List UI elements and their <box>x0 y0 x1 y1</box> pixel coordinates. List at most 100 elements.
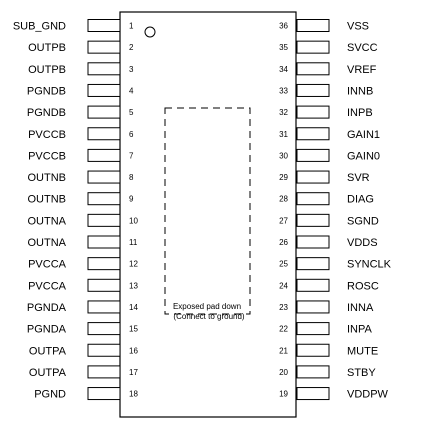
pin-name: SYNCLK <box>347 259 392 271</box>
pin: 16 OUTPA <box>29 343 138 357</box>
pin-lead <box>87 148 121 162</box>
pin-lead <box>87 105 121 119</box>
pin-lead <box>87 257 121 271</box>
pin-lead <box>296 322 330 336</box>
pin1-marker-icon <box>144 26 156 38</box>
pin-name: INPB <box>347 107 373 119</box>
pin-name: VDDS <box>347 237 378 249</box>
pin-number: 23 <box>279 303 288 312</box>
pin-name: GAIN1 <box>347 129 380 141</box>
pin-lead <box>296 148 330 162</box>
pin-lead <box>87 19 121 32</box>
pin-number: 19 <box>279 390 288 399</box>
pin: 9 OUTNB <box>28 192 134 206</box>
pin-number: 26 <box>279 238 288 247</box>
pin-number: 25 <box>279 260 288 269</box>
pin-name: OUTPB <box>28 42 66 54</box>
pin: 21 MUTE <box>279 343 378 357</box>
pin-number: 28 <box>279 195 288 204</box>
pin-lead <box>87 192 121 206</box>
pin-number: 32 <box>279 108 288 117</box>
pin-name: MUTE <box>347 345 378 357</box>
pin-name: PGNDA <box>27 302 67 314</box>
pin: 23 INNA <box>279 300 374 314</box>
pin: 2 OUTPB <box>28 40 134 54</box>
pin-lead <box>296 300 330 314</box>
pin-name: ROSC <box>347 280 379 292</box>
pin-number: 30 <box>279 151 288 160</box>
pin-name: OUTPB <box>28 64 66 76</box>
pin-lead <box>296 278 330 292</box>
pin-lead <box>296 62 330 76</box>
exposed-pad <box>164 107 251 315</box>
pin-name: OUTNA <box>28 237 67 249</box>
pin-lead <box>87 322 121 336</box>
pin-number: 36 <box>279 22 288 31</box>
pin-name: VDDPW <box>347 389 389 401</box>
pin-number: 29 <box>279 173 288 182</box>
pin-name: SUB_GND <box>13 21 66 33</box>
pin-name: OUTNB <box>28 194 67 206</box>
pin-lead <box>87 40 121 54</box>
pin-name: OUTPA <box>29 367 67 379</box>
pin-number: 24 <box>279 281 288 290</box>
pin-lead <box>296 40 330 54</box>
pin: 35 SVCC <box>279 40 378 54</box>
pin-lead <box>87 170 121 184</box>
pin-number: 8 <box>129 173 134 182</box>
pin: 26 VDDS <box>279 235 378 249</box>
pin-lead <box>87 365 121 379</box>
pin: 24 ROSC <box>279 278 379 292</box>
pin-number: 3 <box>129 65 134 74</box>
pin-lead <box>296 83 330 97</box>
pin-lead <box>296 235 330 249</box>
pin-name: INNA <box>347 302 374 314</box>
pin-name: SVCC <box>347 42 378 54</box>
pin-number: 9 <box>129 195 134 204</box>
pin-lead <box>296 127 330 141</box>
exposed-pad-note: (Connect to ground) <box>173 312 244 321</box>
pin-number: 5 <box>129 108 134 117</box>
pin-number: 21 <box>279 346 288 355</box>
pin-name: OUTNB <box>28 172 67 184</box>
pin-lead <box>87 387 121 401</box>
pin-name: OUTPA <box>29 345 67 357</box>
pin: 14 PGNDA <box>27 300 138 314</box>
ic-body <box>119 11 297 418</box>
pin-name: SGND <box>347 215 379 227</box>
pin: 3 OUTPB <box>28 62 134 76</box>
pin-number: 34 <box>279 65 288 74</box>
pin-lead <box>296 343 330 357</box>
pin-lead <box>87 278 121 292</box>
pin-number: 27 <box>279 216 288 225</box>
pin-number: 33 <box>279 86 288 95</box>
pin-number: 14 <box>129 303 138 312</box>
pin-name: STBY <box>347 367 376 379</box>
pin-number: 16 <box>129 346 138 355</box>
pin-lead <box>296 192 330 206</box>
left-pin-column: 1SUB_GND2OUTPB3OUTPB4PGNDB5PGNDB6PVCCB7P… <box>13 19 138 401</box>
pin: 19 VDDPW <box>279 387 389 401</box>
pin-number: 4 <box>129 86 134 95</box>
pin-name: PGND <box>34 389 66 401</box>
pin-lead <box>296 387 330 401</box>
pin: 32 INPB <box>279 105 373 119</box>
pin-name: PVCCB <box>28 129 66 141</box>
pin-number: 35 <box>279 43 288 52</box>
pin-number: 2 <box>129 43 134 52</box>
pin-number: 7 <box>129 151 134 160</box>
pin-name: OUTNA <box>28 215 67 227</box>
